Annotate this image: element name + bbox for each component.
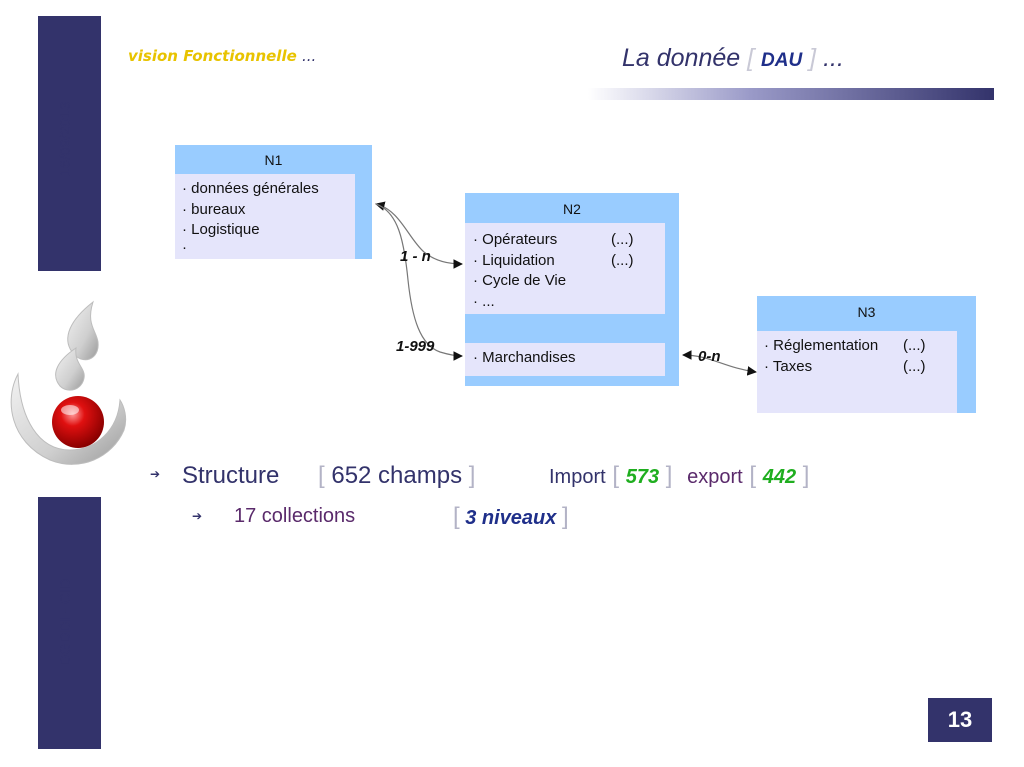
- entity-n3-title: N3: [857, 304, 876, 320]
- entity-n1-item: · Logistique: [182, 221, 260, 238]
- niveaux-bracket-close: ]: [561, 503, 569, 530]
- entity-n1: N1 · données générales · bureaux · Logis…: [175, 145, 372, 259]
- relation-label-n1-marchandises: 1-999: [396, 338, 435, 355]
- slide-title-bracket-open: [: [747, 44, 755, 72]
- entity-n2: N2 · Opérateurs (...) · Liquidation (...) …: [465, 193, 679, 386]
- entity-n2-title: N2: [563, 201, 581, 217]
- slide-title-ellipsis: ...: [823, 44, 844, 72]
- niveaux-group: [ 3 niveaux ]: [453, 503, 569, 531]
- export-bracket-close: ]: [802, 462, 810, 489]
- structure-label: Structure: [182, 462, 280, 489]
- entity-n3-item-note: (...): [903, 337, 926, 354]
- page-number: 13: [928, 698, 992, 742]
- entity-n2-item: · Liquidation (...): [473, 251, 665, 272]
- connector-n1-marchandises: [375, 203, 463, 361]
- export-bracket-open: [: [749, 462, 757, 489]
- export-label: export: [687, 466, 743, 488]
- entity-n3-body: · Réglementation (...) · Taxes (...): [757, 331, 957, 413]
- import-bracket-close: ]: [665, 462, 673, 489]
- entity-n2-item-note: (...): [611, 231, 634, 248]
- header-gradient-bar: [588, 88, 994, 100]
- entity-n2-item-label: · Opérateurs: [473, 231, 558, 248]
- champs-value: 652 champs: [331, 462, 463, 489]
- entity-n3: N3 · Réglementation (...) · Taxes (...): [757, 296, 976, 413]
- slide-title: La donnée [ DAU ] ...: [622, 44, 844, 73]
- entity-n2-item-note: (...): [611, 251, 634, 269]
- entity-n1-body: · données générales · bureaux · Logistiq…: [175, 174, 355, 259]
- import-label: Import: [549, 466, 606, 488]
- champs-group: [ 652 champs ]: [318, 462, 475, 490]
- section-title-text: vision Fonctionnelle: [128, 47, 297, 65]
- entity-n2-item-label: · Cycle de Vie: [473, 272, 567, 289]
- slide-title-dau: DAU: [761, 50, 803, 71]
- relation-label-marchandises-n3: 0-n: [698, 348, 721, 365]
- sidebar-bottom-block: [38, 497, 101, 749]
- collections-text: 17 collections: [234, 505, 356, 527]
- bullet-arrow-icon: ➔: [150, 467, 161, 481]
- sub-bullet-arrow-icon: ➔: [192, 509, 203, 523]
- logo: [10, 300, 127, 465]
- slide-title-bracket-close: ]: [809, 44, 817, 72]
- entity-n2-item: · Cycle de Vie: [473, 271, 665, 292]
- slide-title-text: La donnée: [622, 44, 741, 72]
- niveaux-bracket-open: [: [453, 503, 460, 530]
- entity-n3-item: · Réglementation (...): [764, 336, 957, 357]
- entity-n2-item-label: · ...: [473, 292, 495, 310]
- entity-n1-item: · bureaux: [182, 200, 246, 218]
- structure-line: Structure: [182, 462, 279, 490]
- export-value: 442: [762, 466, 797, 488]
- entity-n1-item: · ...: [182, 240, 204, 250]
- section-title-ellipsis: ...: [302, 47, 317, 65]
- entity-n2-marchandises: · Marchandises: [465, 343, 665, 376]
- entity-n2-item-label: · Liquidation: [473, 251, 555, 269]
- entity-n2-item: · ...: [473, 292, 665, 313]
- sidebar-top-block: [38, 16, 101, 271]
- entity-n3-item-note: (...): [903, 357, 926, 375]
- section-title: vision Fonctionnelle ...: [128, 47, 316, 65]
- import-export-group: Import [ 573 ] export [ 442 ]: [549, 462, 809, 490]
- entity-n2-body: · Opérateurs (...) · Liquidation (...) · C…: [465, 223, 665, 314]
- entity-n1-title: N1: [264, 152, 283, 168]
- champs-bracket-open: [: [318, 462, 325, 489]
- niveaux-value: 3 niveaux: [465, 507, 557, 529]
- entity-n3-item-label: · Taxes: [764, 357, 813, 375]
- import-bracket-open: [: [612, 462, 620, 489]
- connector-marchandises-n3: [682, 350, 757, 376]
- entity-n2-item: · Opérateurs (...): [473, 230, 665, 251]
- champs-bracket-close: ]: [468, 462, 476, 489]
- import-value: 573: [625, 466, 660, 488]
- connector-n1-n2: [375, 201, 463, 269]
- entity-n1-item: · données générales: [182, 180, 319, 197]
- entity-n3-item-label: · Réglementation: [764, 337, 879, 354]
- entity-n3-item: · Taxes (...): [764, 357, 957, 378]
- relation-label-n1-n2: 1 - n: [400, 248, 431, 265]
